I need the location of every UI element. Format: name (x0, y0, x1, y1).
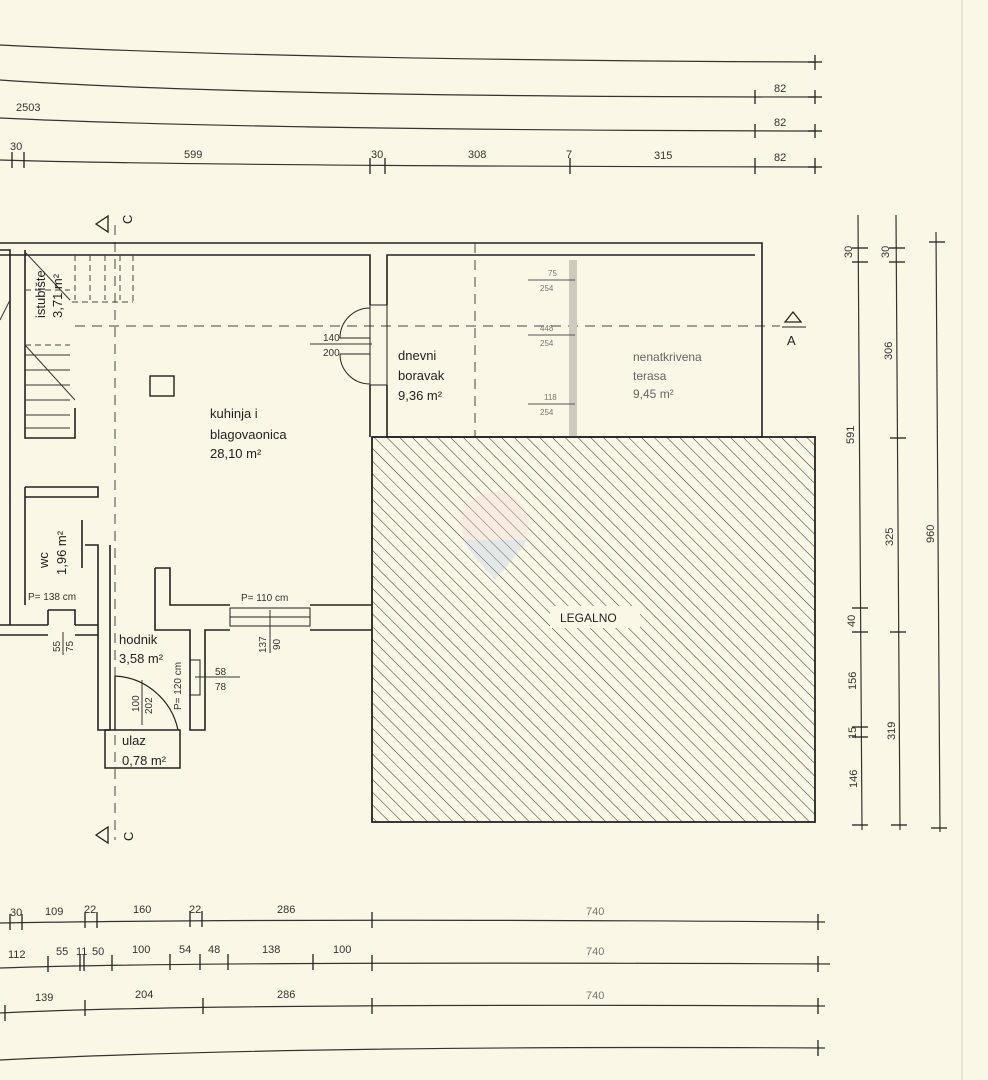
dim-label: 30 (371, 149, 383, 161)
room-name-kitchen: kuhinja i (210, 406, 258, 421)
dim-label: 160 (133, 904, 151, 916)
dim-label: 308 (468, 149, 486, 161)
dim-label: 146 (848, 770, 860, 788)
sill-height: P= 110 cm (241, 593, 288, 604)
door-width: 100 (131, 695, 142, 712)
room-area-wc: 1,96 m² (54, 530, 69, 575)
dim-label: 11 (76, 946, 87, 958)
dim-label: 82 (774, 152, 786, 164)
terrace-door-height: 254 (540, 408, 554, 417)
window-height: 90 (272, 638, 283, 650)
room-name-terrace: nenatkrivena (633, 350, 702, 364)
room-name-wc: wc (36, 552, 51, 569)
door-height: 202 (144, 697, 155, 714)
dim-label: 109 (45, 906, 63, 918)
room-name-kitchen-2: blagovaonica (210, 427, 287, 442)
room-name-terrace-2: terasa (633, 369, 667, 383)
dim-label: 30 (843, 246, 855, 258)
dim-label: 30 (10, 907, 22, 919)
room-area-hall: 3,58 m² (119, 651, 164, 666)
room-name-stairs: istubište (33, 270, 48, 318)
room-name-living: dnevni (398, 348, 436, 363)
dim-label: 54 (179, 944, 191, 956)
dim-label: 40 (846, 615, 858, 627)
dim-label: 100 (333, 944, 351, 956)
dim-label: 55 (56, 946, 68, 958)
dim-label: 15 (847, 727, 859, 739)
door-width: 140 (323, 333, 340, 344)
dim-label: 740 (586, 906, 604, 918)
window-width: 55 (52, 640, 63, 652)
dim-label: 286 (277, 989, 295, 1001)
room-area-living: 9,36 m² (398, 388, 443, 403)
window-width: 137 (258, 636, 269, 653)
room-name-entry: ulaz (122, 733, 146, 748)
dim-label: 7 (566, 149, 572, 161)
sill-height: P= 120 cm (173, 662, 184, 710)
dim-label: 139 (35, 992, 53, 1004)
window-height: 78 (215, 682, 227, 693)
terrace-door-height: 254 (540, 339, 554, 348)
room-area-stairs: 3,71 m² (50, 273, 65, 318)
dim-label: 740 (586, 990, 604, 1002)
room-area-entry: 0,78 m² (122, 753, 167, 768)
room-area-kitchen: 28,10 m² (210, 446, 262, 461)
dim-label: 22 (189, 904, 201, 916)
dim-label: 30 (880, 246, 892, 258)
dim-label: 325 (884, 528, 896, 546)
dim-label: 599 (184, 149, 202, 161)
window-height: 75 (65, 640, 76, 652)
top-dimensions: 82 2503 82 30 599 30 308 7 315 82 (0, 44, 822, 174)
dim-label: 204 (135, 989, 153, 1001)
dim-label: 2503 (16, 102, 40, 114)
section-c-line: C C (94, 215, 136, 845)
dim-label: 50 (92, 946, 104, 958)
dim-label: 306 (883, 342, 895, 360)
dim-label: 286 (277, 904, 295, 916)
section-a-line: A (75, 310, 806, 348)
room-area-terrace: 9,45 m² (633, 387, 674, 401)
sill-height: P= 138 cm (28, 592, 76, 603)
dim-label: 156 (847, 672, 859, 690)
dim-label: 315 (654, 150, 672, 162)
dim-label: 591 (845, 426, 857, 444)
door-height: 200 (323, 348, 340, 359)
legal-area: LEGALNO (371, 436, 816, 823)
dim-label: 100 (132, 944, 150, 956)
dim-label: 82 (774, 83, 786, 95)
dim-label: 138 (262, 944, 280, 956)
terrace-door-width: 448 (540, 324, 554, 333)
dim-label: 112 (8, 949, 26, 961)
legal-label: LEGALNO (560, 611, 617, 625)
room-name-hall: hodnik (119, 632, 158, 647)
window-width: 58 (215, 667, 227, 678)
terrace-door-width: 118 (544, 393, 557, 402)
dim-label: 960 (925, 525, 937, 543)
dim-label: 740 (586, 946, 604, 958)
dim-label: 22 (84, 904, 96, 916)
dim-label: 319 (886, 722, 898, 740)
section-marker-a: A (787, 333, 796, 348)
opening-labels: 140 200 55 75 P= 138 cm P= 110 cm 137 90… (28, 269, 575, 725)
bottom-dimensions: 30 109 22 160 22 286 740 112 55 11 50 10… (0, 904, 831, 1061)
section-marker-c-top: C (120, 215, 135, 224)
watermark-logo (461, 492, 529, 580)
section-marker-c-bottom: C (121, 832, 136, 841)
terrace-door-height: 254 (540, 284, 554, 293)
terrace-door-width: 75 (548, 269, 557, 278)
room-name-living-2: boravak (398, 368, 445, 383)
right-dimensions: 30 591 40 156 15 146 30 306 325 319 960 (843, 214, 947, 833)
dim-label: 48 (208, 944, 220, 956)
dim-label: 82 (774, 117, 786, 129)
dim-label: 30 (10, 141, 22, 153)
